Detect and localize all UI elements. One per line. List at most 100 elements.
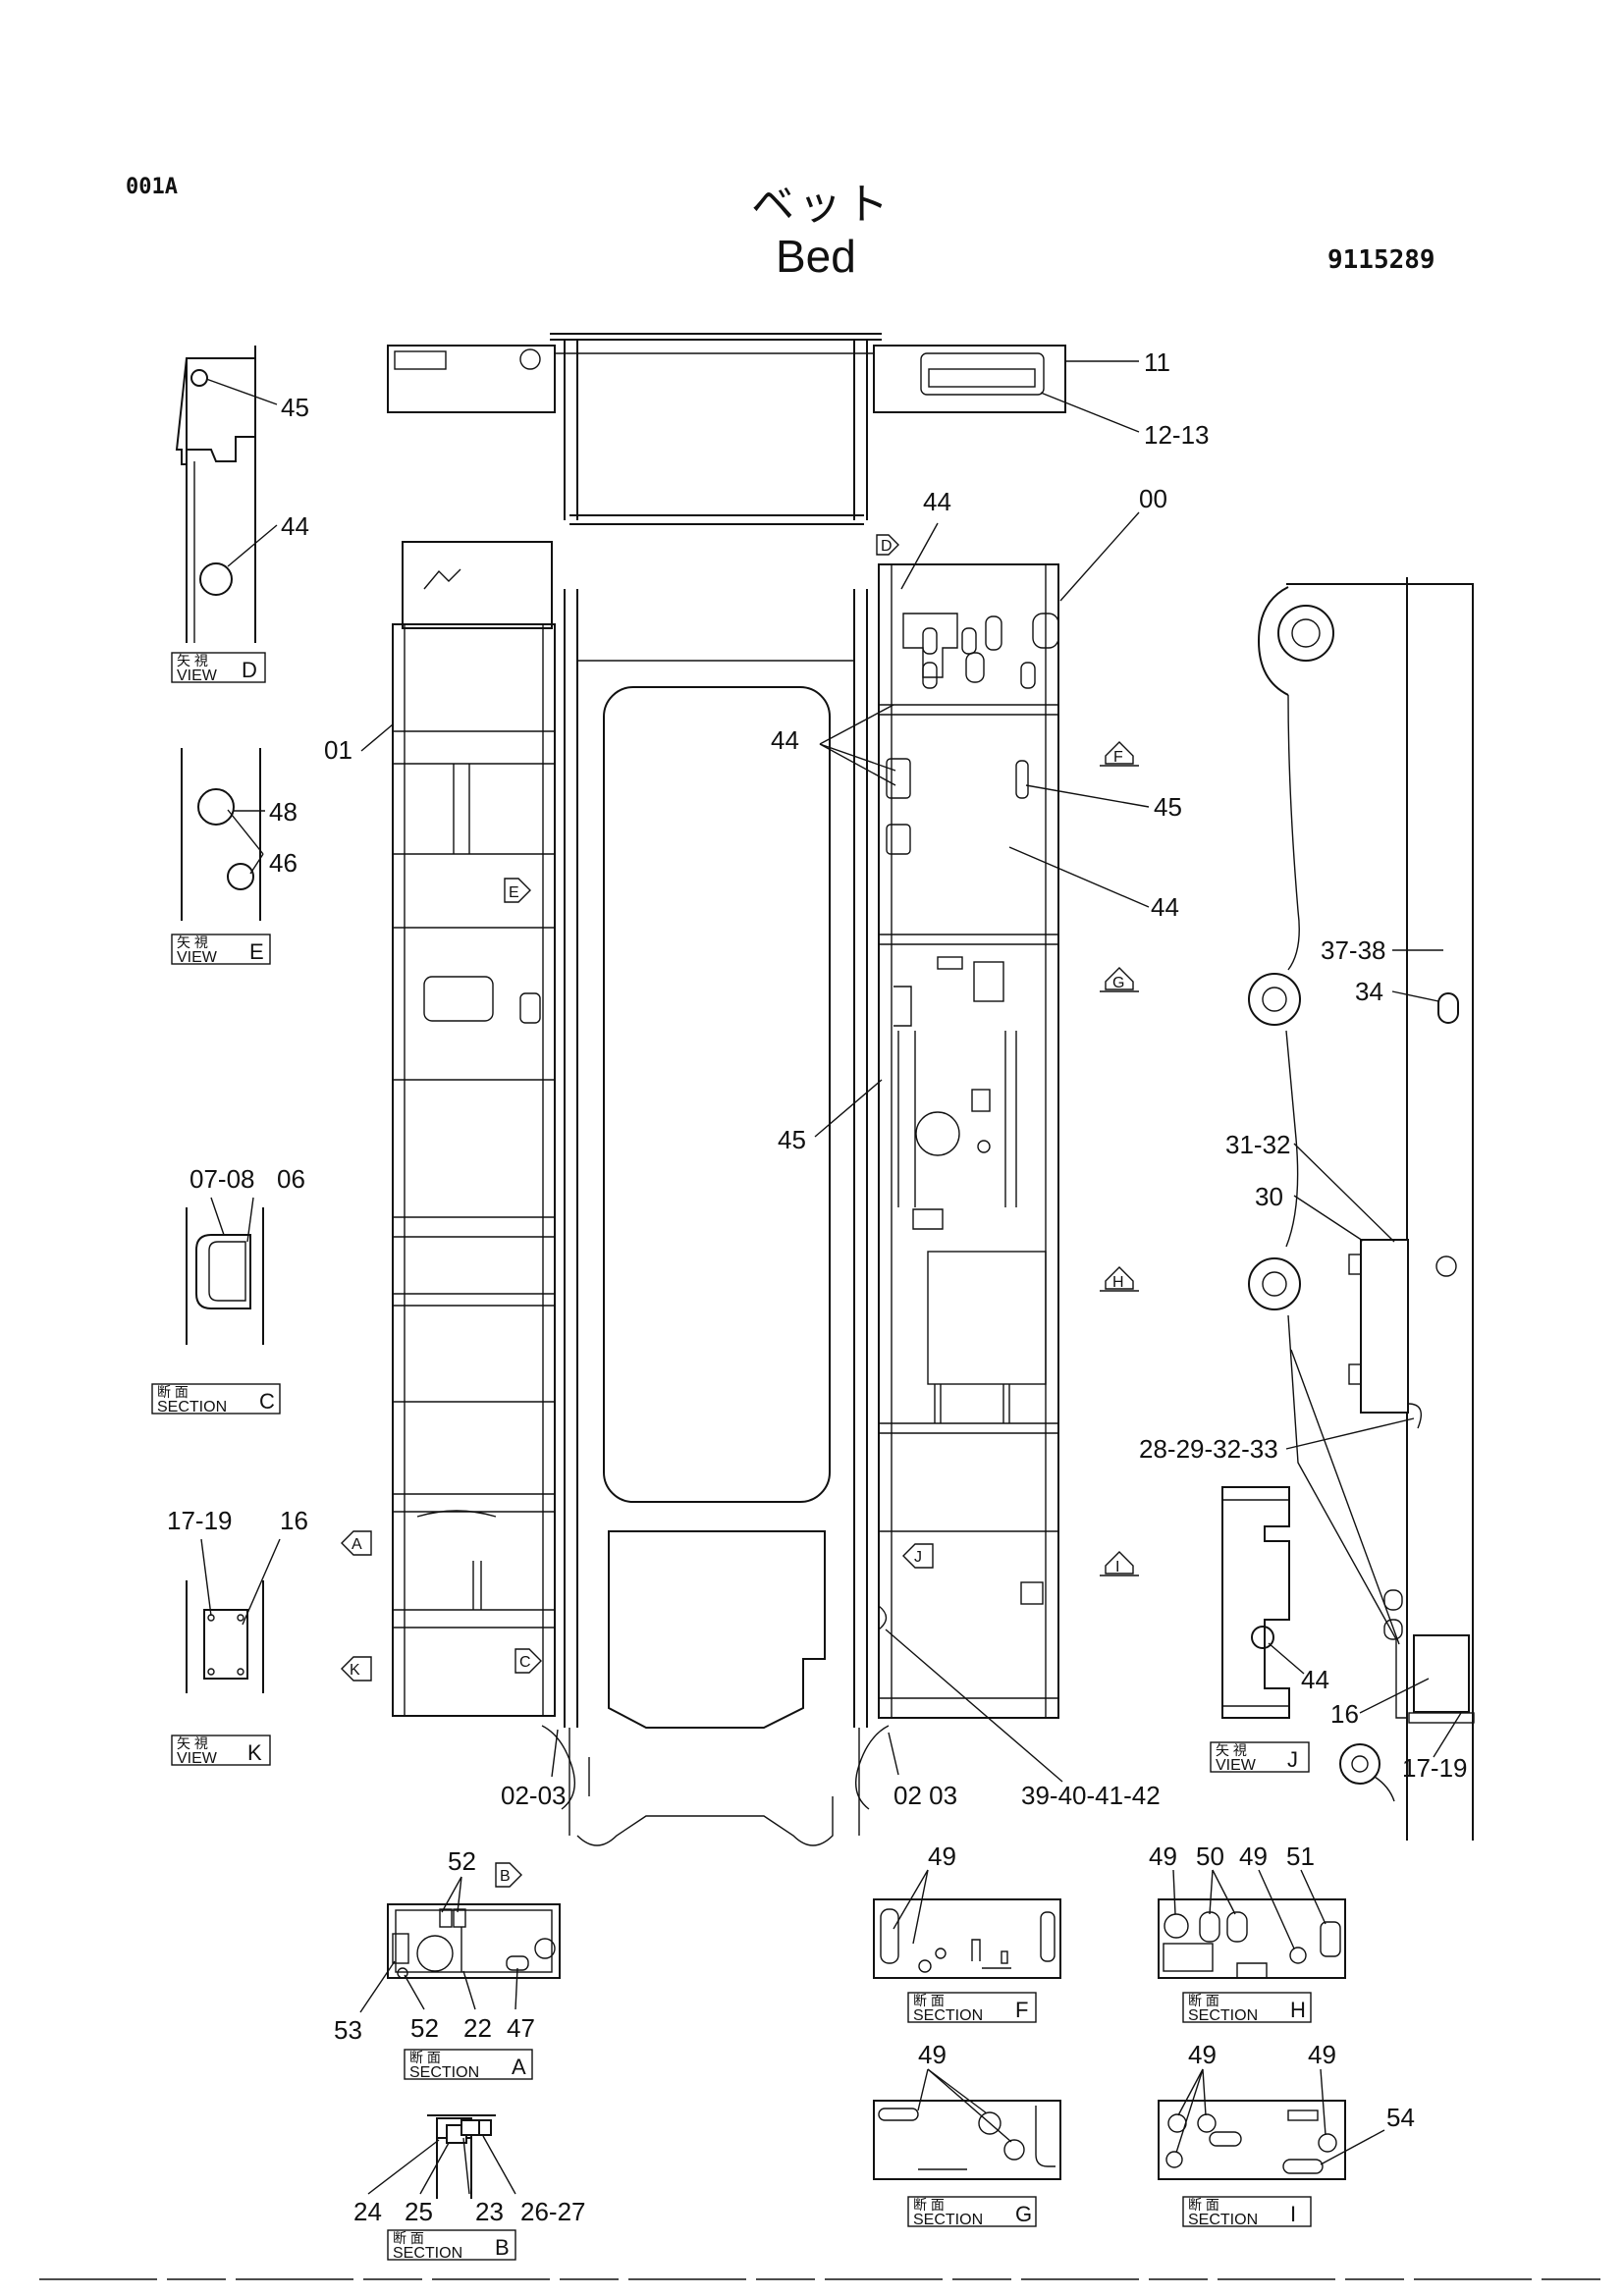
svg-text:断 面: 断 面: [913, 1993, 945, 2008]
side-callouts: 37-38 34 31-32 30 28-29-32-33 16 17-19: [1139, 935, 1468, 1783]
callout-44-triple: 44: [771, 725, 799, 755]
callout-31-32: 31-32: [1225, 1130, 1291, 1159]
svg-text:E: E: [509, 884, 519, 901]
section-c-callout-06: 06: [277, 1164, 305, 1194]
view-ref-j: J: [902, 1543, 934, 1569]
view-ref-i: I: [1100, 1551, 1139, 1576]
svg-text:VIEW: VIEW: [177, 667, 218, 684]
svg-text:E: E: [249, 939, 264, 964]
svg-text:SECTION: SECTION: [409, 2064, 479, 2081]
view-e-drawing: [181, 748, 261, 921]
label-view-j: 矢 視 VIEW J: [1210, 1741, 1310, 1774]
callout-45-right: 45: [1154, 792, 1182, 822]
label-section-h: 断 面 SECTION H: [1182, 1992, 1312, 2024]
section-i-callout-49-b: 49: [1308, 2040, 1336, 2069]
svg-text:SECTION: SECTION: [913, 2007, 983, 2024]
label-section-f: 断 面 SECTION F: [907, 1992, 1037, 2024]
callout-00: 00: [1139, 484, 1167, 513]
view-k-callout-17-19: 17-19: [167, 1506, 233, 1535]
svg-text:I: I: [1115, 1559, 1119, 1575]
svg-text:VIEW: VIEW: [177, 949, 218, 966]
section-b-callout-23: 23: [475, 2197, 504, 2226]
svg-text:矢 視: 矢 視: [1216, 1742, 1247, 1758]
svg-text:B: B: [500, 1868, 511, 1885]
detail-callouts: 45 44 48 46 07-08 06 17-19 16 44 52 53 5…: [167, 393, 1415, 2226]
label-view-d: 矢 視 VIEW D: [171, 652, 266, 684]
view-k-callout-16: 16: [280, 1506, 308, 1535]
label-view-e: 矢 視 VIEW E: [171, 934, 271, 966]
svg-text:F: F: [1113, 749, 1123, 766]
view-j-callout-44: 44: [1301, 1665, 1329, 1694]
svg-text:J: J: [914, 1549, 922, 1566]
part-number: 9115289: [1327, 245, 1435, 275]
title-japanese: ベット: [751, 180, 893, 230]
callout-34: 34: [1355, 977, 1383, 1006]
label-section-c: 断 面 SECTION C: [151, 1383, 281, 1415]
svg-text:SECTION: SECTION: [1188, 2007, 1258, 2024]
callout-28-33: 28-29-32-33: [1139, 1434, 1278, 1464]
center-frame: [541, 589, 890, 1846]
svg-text:G: G: [1112, 975, 1124, 991]
svg-text:G: G: [1015, 2202, 1032, 2226]
view-d-callout-45: 45: [281, 393, 309, 422]
section-h-callout-49-a: 49: [1149, 1842, 1177, 1871]
svg-text:B: B: [495, 2235, 510, 2260]
svg-text:D: D: [242, 658, 257, 682]
view-ref-f: F: [1100, 741, 1139, 767]
callout-30: 30: [1255, 1182, 1283, 1211]
side-view: [1248, 577, 1475, 1841]
view-ref-e: E: [504, 878, 531, 903]
section-i-callout-49-a: 49: [1188, 2040, 1217, 2069]
callout-44-top: 44: [923, 487, 951, 516]
view-ref-a: A: [341, 1530, 372, 1556]
section-b-callout-26-27: 26-27: [520, 2197, 586, 2226]
view-j-drawing: [1221, 1486, 1290, 1719]
svg-text:J: J: [1287, 1747, 1298, 1772]
svg-text:F: F: [1015, 1998, 1028, 2022]
section-g-drawing: [873, 2100, 1061, 2180]
svg-text:断 面: 断 面: [409, 2050, 441, 2065]
callout-39-42: 39-40-41-42: [1021, 1781, 1161, 1810]
leader-lines: [200, 360, 1462, 2195]
callout-12-13: 12-13: [1144, 420, 1210, 450]
svg-text:断 面: 断 面: [393, 2230, 424, 2246]
svg-text:SECTION: SECTION: [157, 1399, 227, 1415]
section-b-drawing: [427, 2114, 496, 2199]
svg-text:VIEW: VIEW: [177, 1750, 218, 1767]
section-g-callout-49: 49: [918, 2040, 947, 2069]
svg-text:H: H: [1112, 1274, 1124, 1291]
svg-text:VIEW: VIEW: [1216, 1757, 1257, 1774]
section-a-callout-52-bottom: 52: [410, 2013, 439, 2043]
svg-text:I: I: [1290, 2202, 1296, 2226]
svg-text:C: C: [519, 1654, 531, 1671]
section-a-callout-52-top: 52: [448, 1846, 476, 1876]
callout-16-side: 16: [1330, 1699, 1359, 1729]
section-c-drawing: [186, 1207, 264, 1345]
label-section-a: 断 面 SECTION A: [404, 2049, 533, 2081]
view-ref-h: H: [1100, 1266, 1139, 1292]
svg-text:K: K: [350, 1662, 360, 1679]
svg-text:A: A: [512, 2055, 526, 2079]
section-f-drawing: [873, 1898, 1061, 1979]
title-english: Bed: [776, 231, 856, 282]
callout-44-right: 44: [1151, 892, 1179, 922]
sheet-code: 001A: [126, 175, 178, 199]
label-section-i: 断 面 SECTION I: [1182, 2196, 1312, 2228]
callout-37-38: 37-38: [1321, 935, 1386, 965]
section-a-callout-47: 47: [507, 2013, 535, 2043]
section-i-drawing: [1158, 2100, 1346, 2180]
svg-text:A: A: [352, 1536, 362, 1553]
callout-11: 11: [1144, 347, 1170, 377]
section-h-drawing: [1158, 1898, 1346, 1979]
view-e-callout-46: 46: [269, 848, 298, 878]
svg-text:SECTION: SECTION: [1188, 2212, 1258, 2228]
section-h-callout-49-b: 49: [1239, 1842, 1268, 1871]
left-bed-member: [392, 541, 556, 1717]
svg-text:断 面: 断 面: [1188, 2197, 1219, 2213]
svg-text:矢 視: 矢 視: [177, 1735, 208, 1751]
svg-text:SECTION: SECTION: [913, 2212, 983, 2228]
svg-text:矢 視: 矢 視: [177, 653, 208, 668]
label-section-g: 断 面 SECTION G: [907, 2196, 1037, 2228]
view-reference-arrows: D F E G H A I: [341, 534, 1139, 1888]
